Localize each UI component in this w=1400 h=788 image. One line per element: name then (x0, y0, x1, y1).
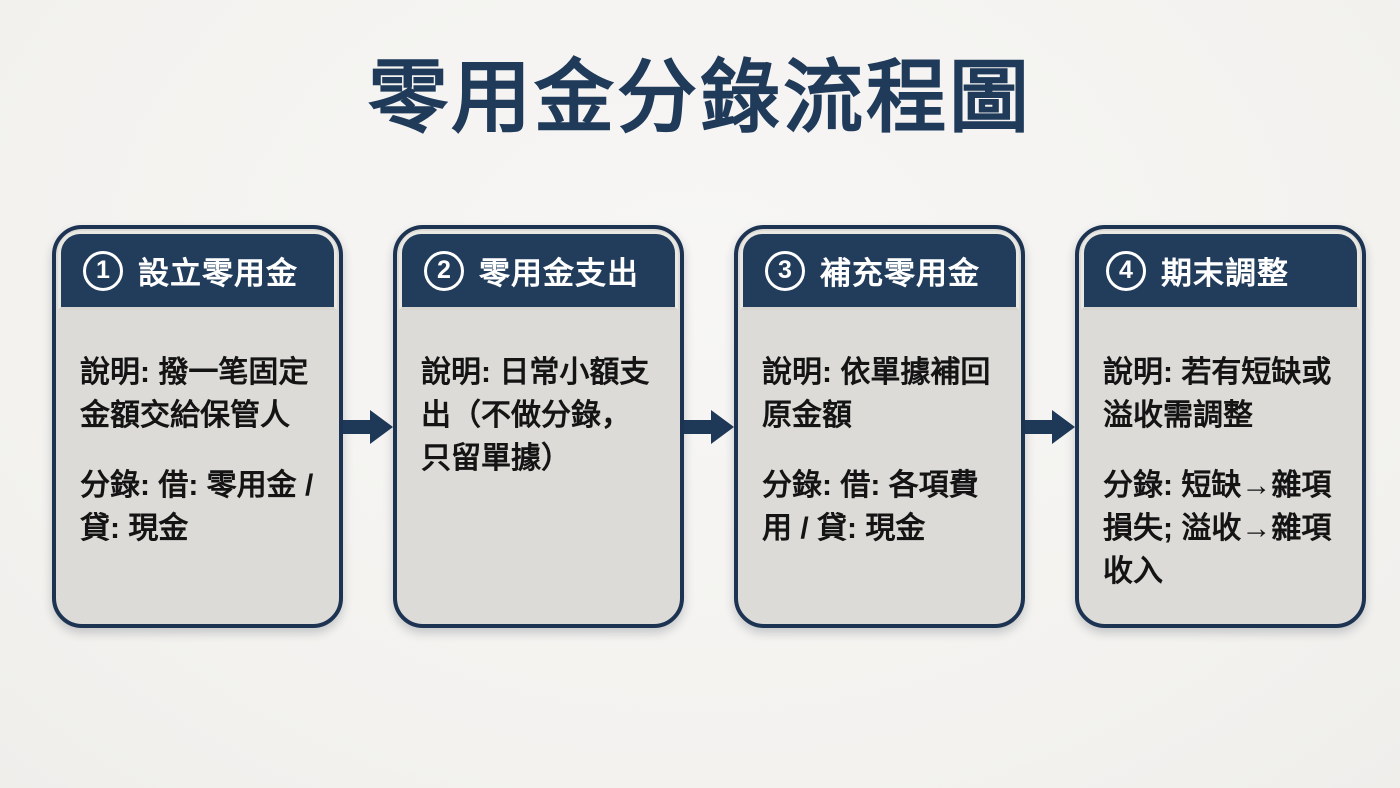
flow-connector-2 (684, 225, 734, 628)
step-number: 3 (778, 256, 792, 284)
step-title: 設立零用金 (138, 256, 298, 291)
page-title: 零用金分錄流程圖 (368, 53, 1032, 142)
step-header-2: 2 零用金支出 (399, 231, 678, 310)
circled-number-icon: 4 (1106, 250, 1146, 291)
step-title: 補充零用金 (820, 256, 980, 291)
step-journal-entry: 分錄: 短缺→雜項損失; 溢收→雜項收入 (1103, 468, 1332, 588)
step-header-1: 1 設立零用金 (58, 231, 337, 310)
step-card-1: 1 設立零用金 說明: 撥一笔固定金額交給保管人 分錄: 借: 零用金 / 貸:… (52, 225, 343, 628)
step-number: 2 (437, 256, 451, 284)
step-number: 4 (1119, 256, 1133, 284)
step-journal-entry: 分錄: 借: 各項費用 / 貸: 現金 (762, 468, 979, 545)
step-body-4: 說明: 若有短缺或溢收需調整 分錄: 短缺→雜項損失; 溢收→雜項收入 (1079, 310, 1362, 593)
right-arrow-icon (343, 409, 393, 444)
step-card-3: 3 補充零用金 說明: 依單據補回原金額 分錄: 借: 各項費用 / 貸: 現金 (734, 225, 1025, 628)
flowchart: 1 設立零用金 說明: 撥一笔固定金額交給保管人 分錄: 借: 零用金 / 貸:… (52, 225, 1366, 628)
step-body-2: 說明: 日常小額支出（不做分錄，只留單據） (397, 310, 680, 481)
step-header-4: 4 期末調整 (1081, 231, 1360, 310)
step-body-3: 說明: 依單據補回原金額 分錄: 借: 各項費用 / 貸: 現金 (738, 310, 1021, 551)
step-description: 說明: 若有短缺或溢收需調整 (1103, 356, 1332, 432)
step-body-1: 說明: 撥一笔固定金額交給保管人 分錄: 借: 零用金 / 貸: 現金 (56, 310, 339, 551)
step-card-4: 4 期末調整 說明: 若有短缺或溢收需調整 分錄: 短缺→雜項損失; 溢收→雜項… (1075, 225, 1366, 628)
flow-connector-3 (1025, 225, 1075, 628)
step-title: 零用金支出 (479, 256, 639, 291)
step-description: 說明: 依單據補回原金額 (762, 356, 991, 432)
step-card-2: 2 零用金支出 說明: 日常小額支出（不做分錄，只留單據） (393, 225, 684, 628)
step-journal-entry: 分錄: 借: 零用金 / 貸: 現金 (80, 468, 314, 545)
circled-number-icon: 1 (83, 250, 123, 291)
right-arrow-icon (1025, 409, 1075, 444)
step-description: 說明: 日常小額支出（不做分錄，只留單據） (421, 356, 650, 475)
step-title: 期末調整 (1161, 256, 1289, 291)
step-description: 說明: 撥一笔固定金額交給保管人 (80, 356, 309, 432)
circled-number-icon: 2 (424, 250, 464, 291)
step-number: 1 (96, 256, 110, 284)
circled-number-icon: 3 (765, 250, 805, 291)
step-header-3: 3 補充零用金 (740, 231, 1019, 310)
flow-connector-1 (343, 225, 393, 628)
right-arrow-icon (684, 409, 734, 444)
